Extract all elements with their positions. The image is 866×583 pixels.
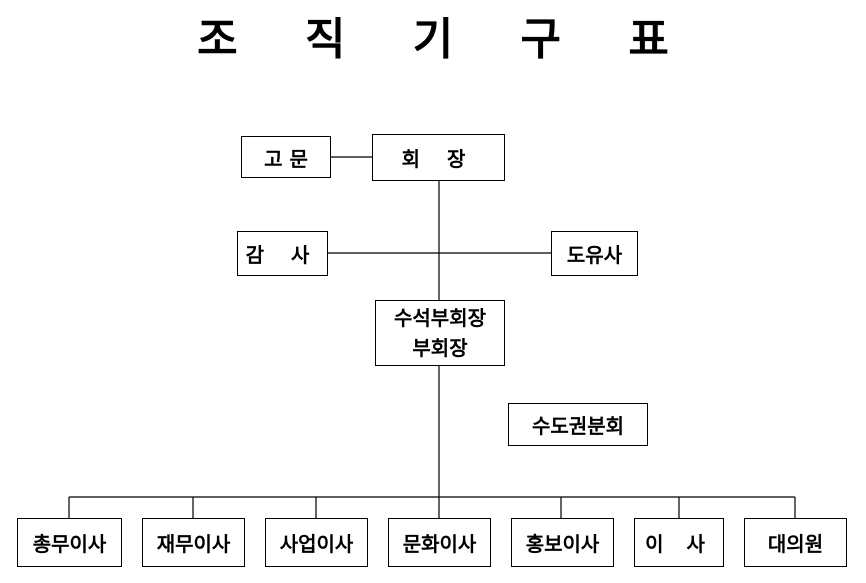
director-box-delegate: 대의원 xyxy=(744,518,847,567)
chairman-label: 회 장 xyxy=(401,147,476,171)
senior-vice-chairman-label: 수석부회장 xyxy=(394,306,486,330)
capital-branch-box: 수도권분회 xyxy=(508,403,648,446)
vice-chairman-label: 부회장 xyxy=(412,336,468,360)
director-label: 사업이사 xyxy=(279,532,354,556)
guide-box: 도유사 xyxy=(551,231,638,276)
auditor-box: 감 사 xyxy=(237,231,328,276)
director-box-publicity: 홍보이사 xyxy=(511,518,614,567)
chairman-box: 회 장 xyxy=(372,134,505,181)
director-box-finance: 재무이사 xyxy=(142,518,245,567)
vice-chairman-box: 수석부회장 부회장 xyxy=(375,300,505,366)
capital-branch-label: 수도권분회 xyxy=(532,414,624,438)
guide-label: 도유사 xyxy=(566,243,623,267)
director-label: 재무이사 xyxy=(156,532,231,556)
advisor-label: 고 문 xyxy=(264,146,308,171)
director-box-director: 이 사 xyxy=(634,518,724,567)
director-label: 홍보이사 xyxy=(525,532,600,556)
director-label: 대의원 xyxy=(767,532,824,556)
auditor-label: 감 사 xyxy=(245,243,320,267)
page-title: 조 직 기 구 표 xyxy=(197,14,695,65)
director-box-business: 사업이사 xyxy=(265,518,368,567)
advisor-box: 고 문 xyxy=(241,136,331,178)
director-label: 이 사 xyxy=(645,532,713,556)
director-box-general-affairs: 총무이사 xyxy=(17,518,122,567)
director-label: 총무이사 xyxy=(32,532,107,556)
director-box-culture: 문화이사 xyxy=(388,518,491,567)
director-label: 문화이사 xyxy=(402,532,477,556)
